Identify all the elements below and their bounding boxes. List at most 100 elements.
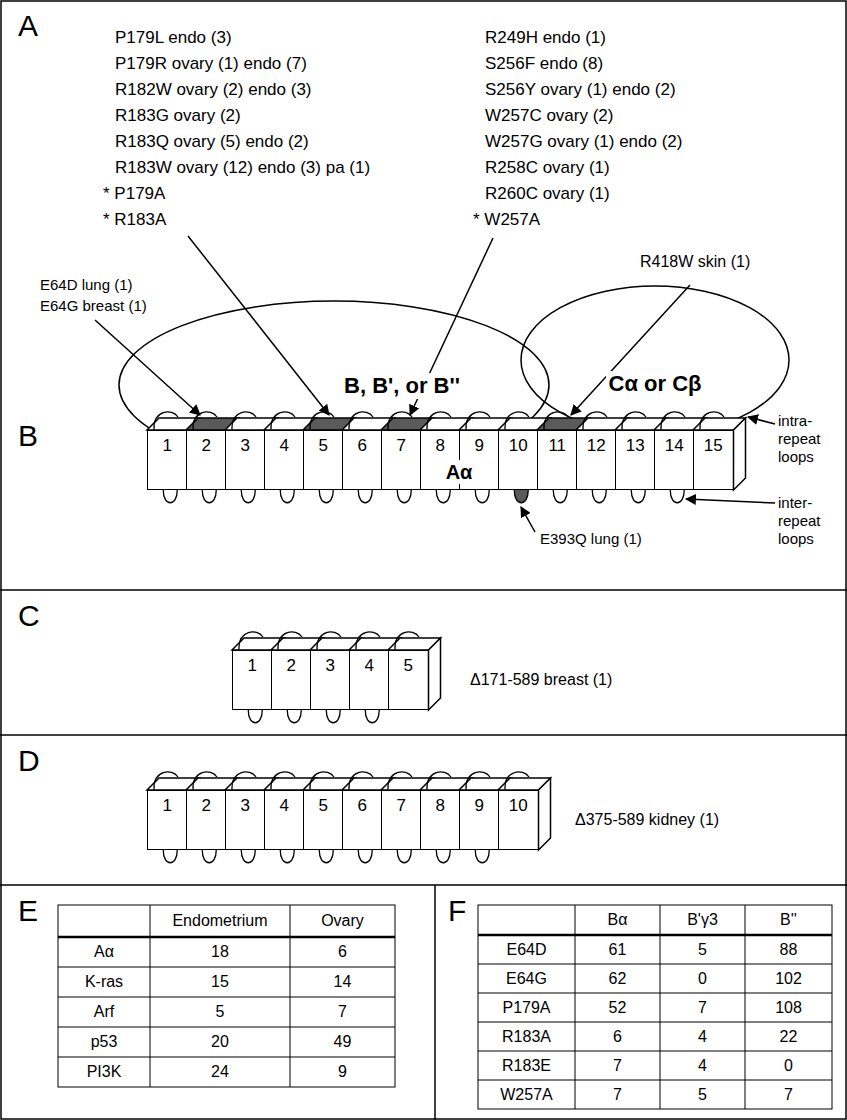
table-cell: Aα xyxy=(58,942,150,961)
inter-repeat-loop xyxy=(163,490,177,503)
table-cell: 22 xyxy=(745,1027,832,1046)
repeat-block: 7 xyxy=(381,790,422,850)
repeat-number: 5 xyxy=(389,651,428,676)
table-cell: 5 xyxy=(660,1085,745,1104)
inter-repeat-loop xyxy=(287,710,301,723)
table-cell: 15 xyxy=(150,972,290,991)
repeat-block: 11 xyxy=(537,430,578,490)
inter-repeat-loop xyxy=(475,850,489,863)
mutation-label: S256Y ovary (1) endo (2) xyxy=(485,80,676,100)
repeat-block: 13 xyxy=(615,430,656,490)
repeat-block: 1 xyxy=(232,650,273,710)
subunit-name: B, B', or B'' xyxy=(341,373,463,399)
table-cell: 5 xyxy=(660,940,745,959)
inter-repeat-loop xyxy=(397,490,411,503)
repeat-number: 5 xyxy=(304,791,343,816)
repeat-number: 9 xyxy=(460,431,499,456)
repeat-block: 3 xyxy=(225,430,266,490)
table-cell: Bα xyxy=(575,910,660,929)
table-cell: 7 xyxy=(290,1002,395,1021)
intra-repeat-loop xyxy=(153,771,177,789)
ellipse-outline xyxy=(521,286,789,434)
repeat-number: 7 xyxy=(382,431,421,456)
table-border xyxy=(58,905,395,1087)
repeat-number: 2 xyxy=(187,791,226,816)
inter-repeat-loop xyxy=(280,850,294,863)
repeat-block: 14 xyxy=(654,430,695,490)
intra-repeat-loop xyxy=(270,411,294,429)
table-rule xyxy=(58,967,395,968)
mutation-label: R249H endo (1) xyxy=(485,28,606,48)
intra-repeat-loop xyxy=(153,411,177,429)
repeat-number: 3 xyxy=(226,791,265,816)
panel-letter: D xyxy=(18,743,40,779)
table-rule xyxy=(478,1051,832,1052)
inter-repeat-loop xyxy=(248,710,262,723)
repeat-number: 11 xyxy=(538,431,577,456)
inter-repeat-loop xyxy=(436,850,450,863)
intra-repeat-loop xyxy=(348,411,372,429)
mutation-label: R260C ovary (1) xyxy=(485,184,610,204)
inter-repeat-loop xyxy=(358,850,372,863)
repeat-block: 12 xyxy=(576,430,617,490)
table-rule xyxy=(150,905,151,1087)
table-cell: 7 xyxy=(660,998,745,1017)
mutation-label: S256F endo (8) xyxy=(485,54,603,74)
repeat-block: 4 xyxy=(349,650,390,710)
inter-repeat-loop xyxy=(436,490,450,503)
subunit-ellipse: Cα or Cβ xyxy=(520,285,790,435)
repeat-number: 4 xyxy=(350,651,389,676)
block-side-face xyxy=(428,638,440,710)
table-rule xyxy=(478,993,832,994)
mutation-label: R183W ovary (12) endo (3) pa (1) xyxy=(115,158,370,178)
table-rule xyxy=(58,1057,395,1058)
inter-repeat-loop xyxy=(631,490,645,503)
table-cell: 0 xyxy=(660,969,745,988)
block-faces xyxy=(388,638,445,732)
mutation-label: P179R ovary (1) endo (7) xyxy=(115,54,307,74)
repeat-number: 10 xyxy=(499,431,538,456)
mutation-label: E64G breast (1) xyxy=(40,297,147,315)
repeat-number: 8 xyxy=(421,431,460,456)
table-grid xyxy=(58,905,832,1109)
panel-letter: A xyxy=(18,8,38,44)
repeat-block: 6 xyxy=(342,790,383,850)
repeat-number: 7 xyxy=(382,791,421,816)
deletion-label: Δ375-589 kidney (1) xyxy=(575,810,719,829)
panel-letter: E xyxy=(18,893,38,929)
repeat-block: 2 xyxy=(186,430,227,490)
leader-arrow xyxy=(686,499,775,503)
panel-divider xyxy=(434,885,436,1120)
table-cell: 7 xyxy=(745,1085,832,1104)
repeat-number: 1 xyxy=(233,651,272,676)
intra-repeat-loop xyxy=(699,411,723,429)
repeat-number: 10 xyxy=(499,791,538,816)
mutation-label: R182W ovary (2) endo (3) xyxy=(115,80,312,100)
inter-repeat-loop xyxy=(202,490,216,503)
table-cell: 18 xyxy=(150,942,290,961)
table-cell: 49 xyxy=(290,1032,395,1051)
repeat-block: 3 xyxy=(310,650,351,710)
repeat-block: 2 xyxy=(271,650,312,710)
table-rule xyxy=(478,1022,832,1023)
table-rule xyxy=(58,1027,395,1028)
leader-arrow xyxy=(748,417,775,424)
inter-repeat-loop xyxy=(326,710,340,723)
intra-repeat-loop xyxy=(270,771,294,789)
intra-repeat-loop xyxy=(465,411,489,429)
intra-repeat-loop xyxy=(231,411,255,429)
intra-repeat-loop xyxy=(426,411,450,429)
table-cell: PI3K xyxy=(58,1062,150,1081)
intra-repeat-loop xyxy=(309,411,333,429)
mutation-label: E64D lung (1) xyxy=(40,276,133,294)
intra-repeat-loop xyxy=(238,631,262,649)
intra-repeat-loop xyxy=(504,411,528,429)
table-rule xyxy=(58,936,395,939)
repeat-block: 5 xyxy=(388,650,429,710)
intra-repeat-loop xyxy=(504,771,528,789)
table-rule xyxy=(478,934,832,937)
leader-arrow xyxy=(521,507,535,532)
block-side-face xyxy=(538,778,550,850)
table-border xyxy=(478,905,832,1109)
